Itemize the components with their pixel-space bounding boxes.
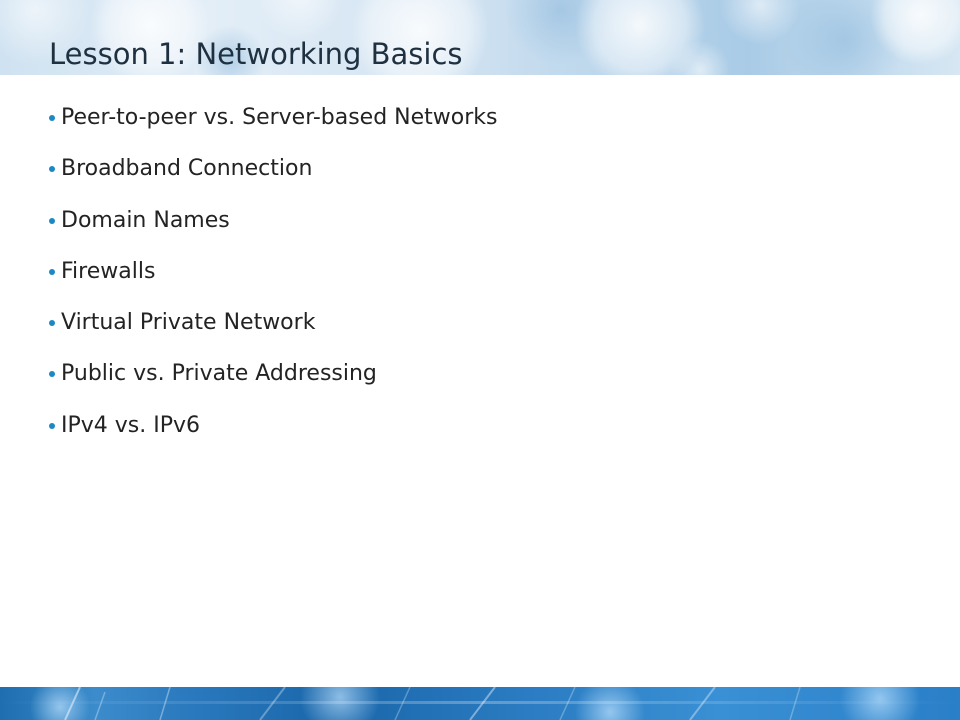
bullet-item: Public vs. Private Addressing <box>49 356 498 407</box>
bullet-dot-icon <box>49 115 55 121</box>
bullet-item: Broadband Connection <box>49 151 498 202</box>
slide-title: Lesson 1: Networking Basics <box>49 37 463 71</box>
header-bokeh-pattern <box>0 0 960 75</box>
bullet-dot-icon <box>49 320 55 327</box>
bullet-item: Virtual Private Network <box>49 305 498 356</box>
bullet-text: Broadband Connection <box>61 156 313 182</box>
bullet-item: Domain Names <box>49 203 498 254</box>
footer-fiber-pattern <box>0 687 960 720</box>
bullet-dot-icon <box>49 217 55 224</box>
bullet-item: Firewalls <box>49 254 498 305</box>
bullet-item: IPv4 vs. IPv6 <box>49 408 498 459</box>
bullet-text: Public vs. Private Addressing <box>61 361 377 387</box>
footer-banner <box>0 687 960 720</box>
bullet-dot-icon <box>49 268 55 275</box>
bullet-text: Firewalls <box>61 258 156 284</box>
bullet-text: Peer-to-peer vs. Server-based Networks <box>61 105 498 130</box>
bullet-item: Peer-to-peer vs. Server-based Networks <box>49 100 498 151</box>
bullet-dot-icon <box>49 422 55 429</box>
bullet-dot-icon <box>49 371 55 378</box>
bullet-list: Peer-to-peer vs. Server-based Networks B… <box>49 100 498 459</box>
bullet-text: Virtual Private Network <box>61 310 316 336</box>
bullet-text: Domain Names <box>61 207 230 233</box>
bullet-text: IPv4 vs. IPv6 <box>61 412 201 438</box>
bullet-dot-icon <box>49 166 55 173</box>
header-banner <box>0 0 960 75</box>
